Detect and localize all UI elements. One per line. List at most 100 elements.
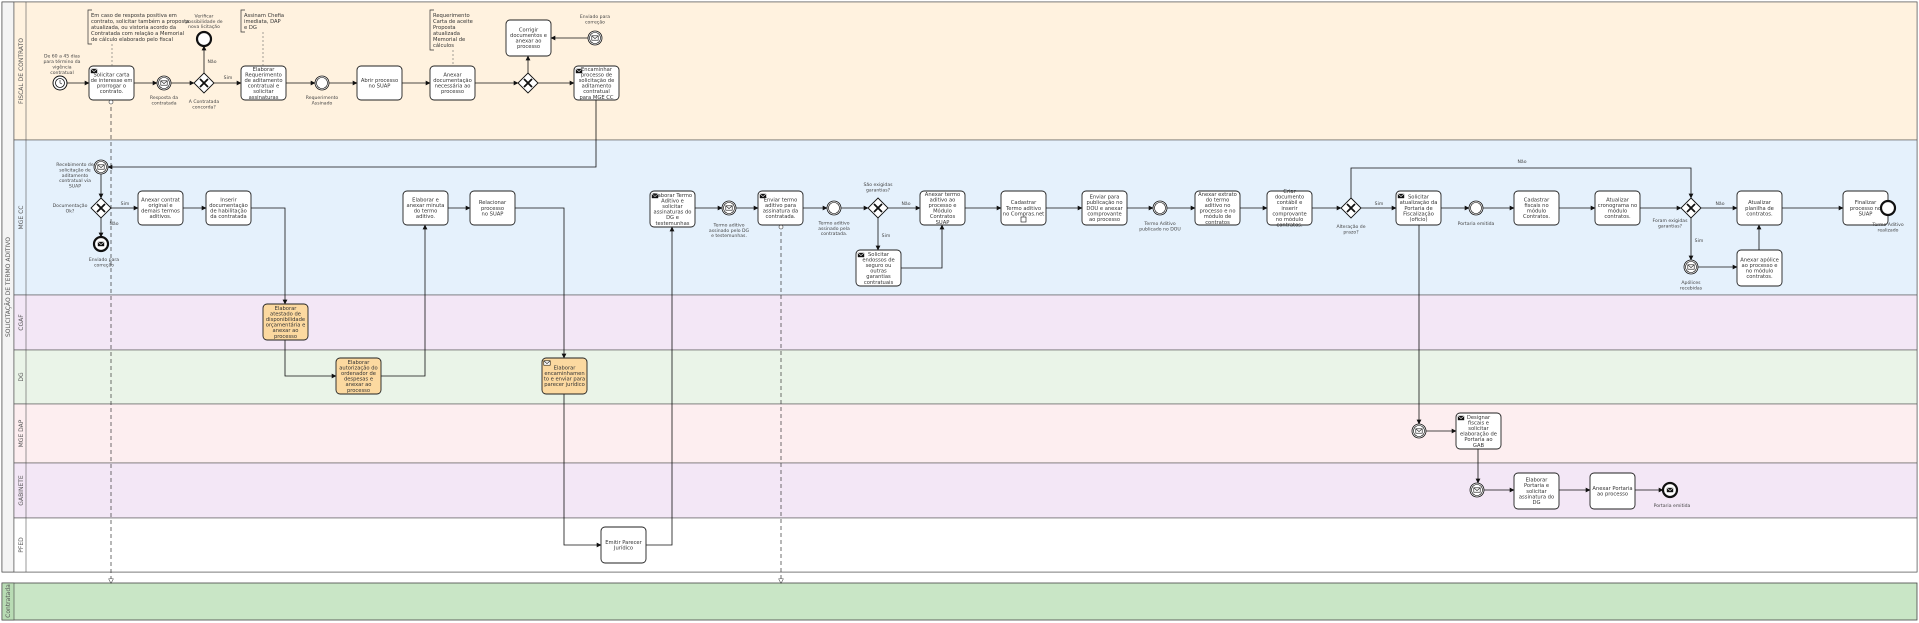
task-box-g1: [1513, 472, 1560, 510]
lane-label-cgaf: CGAF: [18, 314, 25, 331]
message-catch-icon: [1473, 487, 1481, 493]
task-box-m9: [1000, 190, 1047, 226]
exclusive-x-icon: [1346, 203, 1356, 213]
flow-label-sim: Sim: [1375, 201, 1384, 207]
end-event-gport: [1661, 481, 1679, 499]
lane-pfed: [13, 517, 1918, 573]
intermediate-event-receb: [93, 159, 109, 175]
intermediate-event-dap: [1411, 423, 1427, 439]
message-end-icon: [97, 241, 105, 247]
intermediate-event-req: [314, 75, 330, 91]
message-flow-origin: [108, 99, 114, 105]
task-box-m5: [649, 190, 696, 228]
task-box-m18: [1736, 249, 1783, 287]
flow-label-sim: Sim: [121, 201, 130, 207]
task-box-g2: [1589, 472, 1636, 510]
task-box-m16: [1736, 190, 1783, 226]
lane-dg: [13, 349, 1918, 405]
sequence-flow: [563, 394, 602, 548]
task-box-m10: [1081, 190, 1128, 226]
event-inner-ring: [1470, 202, 1482, 214]
flow-label-sim: Sim: [882, 233, 891, 239]
label-m_port: Portaria emitida: [1458, 221, 1495, 227]
task-box-t2: [240, 65, 287, 101]
message-catch-icon: [97, 164, 105, 170]
end-event-fim: [1879, 199, 1897, 217]
task-box-m12: [1266, 190, 1313, 226]
intermediate-event-apol: [1683, 259, 1699, 275]
task-box-m6: [757, 190, 804, 226]
task-box-t6: [573, 65, 620, 101]
message-icon: [1457, 415, 1465, 421]
intermediate-event-resp: [156, 75, 172, 91]
flow-label-nao: Não: [109, 221, 118, 227]
task-box-p1: [600, 526, 647, 564]
task-box-t4: [429, 65, 476, 101]
flow-label-nao: Não: [1517, 159, 1526, 165]
event-inner-ring: [1154, 202, 1166, 214]
task-box-m1: [137, 190, 184, 226]
task-box-m11: [1194, 190, 1241, 226]
lane-label-mgcc: MGE CC: [18, 206, 25, 230]
task-box-d2: [541, 357, 588, 395]
task-box-t5: [505, 19, 552, 57]
message-icon: [1397, 193, 1405, 199]
sequence-flow: [646, 226, 675, 546]
gateway-g3: [90, 197, 112, 219]
exclusive-x-icon: [1686, 203, 1696, 213]
task-box-m14: [1513, 190, 1560, 226]
task-box-m2: [205, 190, 252, 226]
end-event-circle: [1879, 199, 1897, 217]
clock-hand: [59, 80, 63, 85]
lane-cgaf: [13, 294, 1918, 351]
lane-mgdap: [13, 403, 1918, 464]
lane-label-pfed: PFED: [18, 537, 25, 553]
intermediate-event-pub: [1152, 200, 1168, 216]
message-catch-icon: [160, 80, 168, 86]
task-box-m7: [919, 190, 966, 226]
lane-fiscal: [13, 1, 1918, 141]
intermediate-event-envcorr: [587, 30, 603, 46]
end-event-mcorr: [92, 235, 110, 253]
gateway-g6: [1680, 197, 1702, 219]
lane-label-dg: DG: [18, 372, 25, 382]
